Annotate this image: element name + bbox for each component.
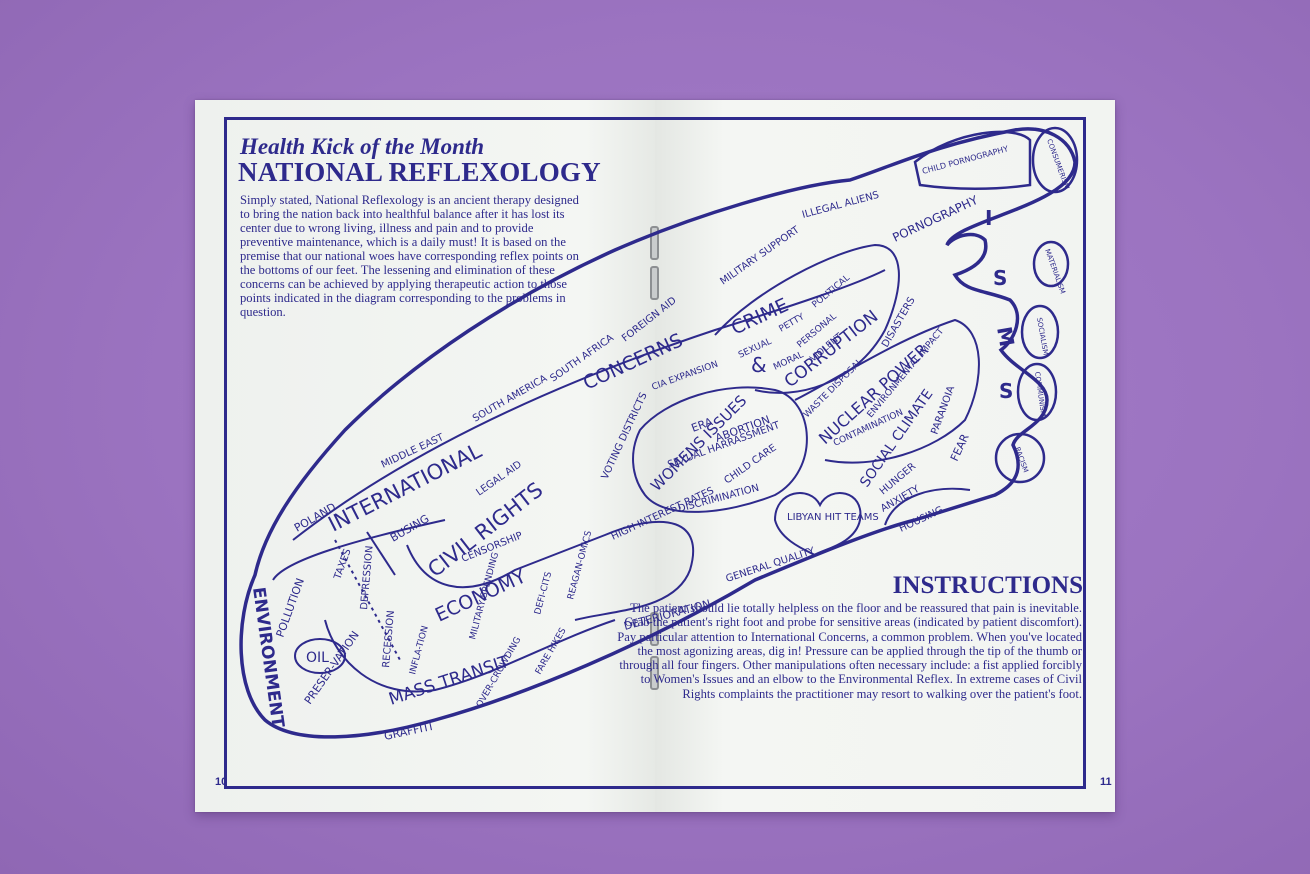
- toe-materialism: [1032, 240, 1070, 288]
- line-environment-arc: [272, 519, 446, 581]
- label-political: POLITICAL: [811, 273, 853, 310]
- heart-libyan: [773, 492, 862, 557]
- intro-paragraph: Simply stated, National Reflexology is a…: [240, 193, 579, 319]
- label-illegal-aliens: ILLEGAL ALIENS: [801, 190, 880, 221]
- line-transit-region: [324, 619, 616, 693]
- label-taxes: TAXES: [332, 547, 354, 581]
- line-womens-oval: [632, 386, 808, 513]
- oil-oval: [294, 638, 346, 674]
- staple-lower: [650, 612, 659, 646]
- label-disasters: DISASTERS: [880, 295, 918, 349]
- page-number-left: 10: [215, 776, 228, 788]
- label-racism: RACISM: [1013, 446, 1030, 474]
- line-housing: [884, 487, 971, 526]
- label-cia-expansion: CIA EXPANSION: [651, 360, 720, 393]
- toe-consumerism: [1031, 126, 1079, 194]
- label-communism: COMMUNISM: [1033, 371, 1047, 417]
- label-s1: S: [993, 266, 1007, 290]
- label-busing: BUSING: [388, 512, 431, 545]
- foot-outline: [239, 127, 1077, 739]
- label-depression: DEPRESSION: [359, 545, 376, 610]
- kicker-title: Health Kick of the Month: [240, 134, 485, 159]
- page-border: [224, 117, 1086, 789]
- line-economy-region: [406, 520, 695, 621]
- label-high-interest-rates: HIGH INTEREST RATES: [610, 485, 716, 542]
- label-child-care: CHILD CARE: [722, 442, 778, 486]
- line-international-band: [292, 269, 886, 541]
- staple-top: [650, 226, 659, 260]
- label-materialism: MATERIALISM: [1043, 248, 1067, 295]
- toe-racism: [994, 432, 1046, 484]
- label-paranoia: PARANOIA: [929, 384, 957, 436]
- label-pollution: POLLUTION: [274, 576, 307, 639]
- label-general-quality: GENERAL QUALITY: [725, 545, 817, 584]
- instructions-title: INSTRUCTIONS: [892, 572, 1083, 599]
- label-oil: OIL: [306, 650, 329, 666]
- label-graffiti: GRAFFITI: [383, 720, 434, 743]
- label-libyan-hit-teams: LIBYAN HIT TEAMS: [787, 512, 879, 523]
- label-pornography: PORNOGRAPHY: [890, 193, 980, 245]
- label-ampersand: &: [751, 353, 767, 377]
- line-nuclear-region: [794, 318, 980, 464]
- label-reaganomics: REAGAN-OMICS: [566, 530, 594, 601]
- label-deficits: DEFI-CITS: [533, 571, 554, 616]
- toe-communism: [1016, 362, 1058, 422]
- label-m: M: [992, 325, 1019, 349]
- label-voting-districts: VOTING DISTRICTS: [600, 391, 650, 481]
- big-toe: [913, 130, 1032, 190]
- label-recession: RECESSION: [381, 610, 397, 668]
- foot-reflexology-diagram: ENVIRONMENT POLLUTION OIL PRESER-VATION …: [239, 126, 1079, 743]
- right-page: [655, 100, 1115, 812]
- staple-bottom: [650, 656, 659, 690]
- left-page: [195, 100, 655, 812]
- label-housing: HOUSING: [898, 505, 945, 535]
- line-taxes-divider: [366, 531, 396, 576]
- open-booklet: ENVIRONMENT POLLUTION OIL PRESER-VATION …: [195, 100, 1115, 812]
- label-socialism: SOCIALISM: [1035, 317, 1050, 356]
- label-i: I: [985, 206, 992, 230]
- page-title: NATIONAL REFLEXOLOGY: [238, 157, 601, 187]
- page-number-right: 11: [1100, 776, 1112, 788]
- instructions-paragraph: The patient should lie totally helpless …: [617, 601, 1082, 701]
- staple-upper: [650, 266, 659, 300]
- label-fear: FEAR: [948, 432, 972, 464]
- label-inflation: INFLA-TION: [408, 625, 431, 676]
- label-s2: S: [999, 379, 1013, 403]
- line-heel-divider: [334, 539, 401, 661]
- toe-socialism: [1020, 304, 1060, 360]
